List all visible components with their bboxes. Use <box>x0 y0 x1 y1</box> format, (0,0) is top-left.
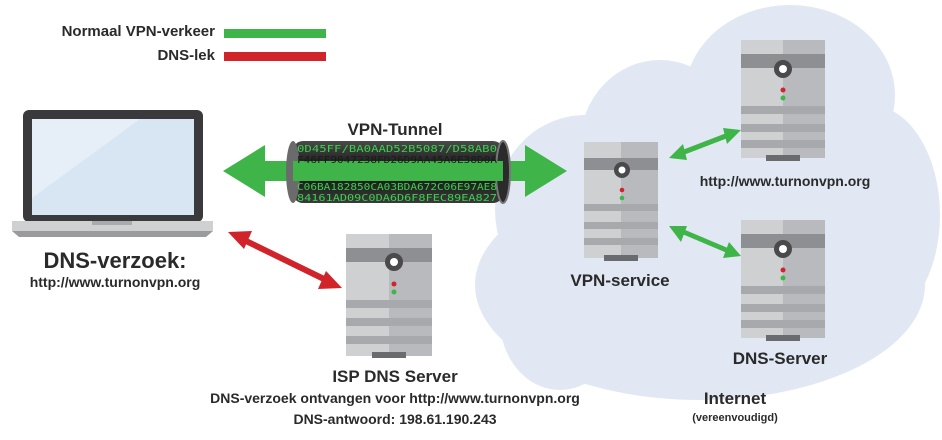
vpn-service-label: VPN-service <box>570 271 670 290</box>
vpn-to-web-arrow-icon <box>669 128 741 160</box>
web-server-icon <box>741 40 825 161</box>
legend-normal-bar <box>224 29 326 38</box>
legend-leak-bar <box>224 52 326 61</box>
legend-leak-label: DNS-lek <box>157 47 215 64</box>
laptop-title: DNS-verzoek: <box>43 248 187 273</box>
tunnel-arrow-left-icon <box>223 145 295 197</box>
vpn-to-dns-arrow-icon <box>669 226 741 258</box>
internet-label: Internet <box>703 389 767 408</box>
dns-leak-arrow-icon <box>228 231 342 289</box>
isp-line1: DNS-verzoek ontvangen voor http://www.tu… <box>210 390 580 406</box>
isp-line2: DNS-antwoord: 198.61.190.243 <box>293 411 497 427</box>
tunnel-hex-line-2: F46FF9047238FD26D9AA45A6E38D0A <box>297 155 497 166</box>
tunnel-hex-line-3: C06BA182850CA03BDA672C06E97AE8 <box>297 182 497 193</box>
dns-server-icon <box>741 220 825 341</box>
laptop-url: http://www.turnonvpn.org <box>29 274 201 290</box>
web-server-label: http://www.turnonvpn.org <box>699 173 871 189</box>
isp-dns-server-icon <box>346 234 432 358</box>
laptop-icon <box>12 110 213 237</box>
tunnel-hex-line-1: 0D45FF/BA0AAD52B5087/D58AB0 <box>297 144 497 155</box>
internet-sublabel: (vereenvoudigd) <box>692 412 778 424</box>
tunnel-arrow-right-icon <box>495 145 567 197</box>
vpn-tunnel: 0D45FF/BA0AAD52B5087/D58AB0 F46FF9047238… <box>223 140 567 204</box>
isp-title: ISP DNS Server <box>332 367 458 386</box>
dns-server-label: DNS-Server <box>732 349 828 368</box>
vpn-service-server-icon <box>584 142 658 261</box>
tunnel-label: VPN-Tunnel <box>347 120 443 139</box>
legend-normal-label: Normaal VPN-verkeer <box>61 23 215 40</box>
tunnel-hex-line-4: 84161AD09C0DA6D6F8FEC89EA827 <box>297 193 497 204</box>
